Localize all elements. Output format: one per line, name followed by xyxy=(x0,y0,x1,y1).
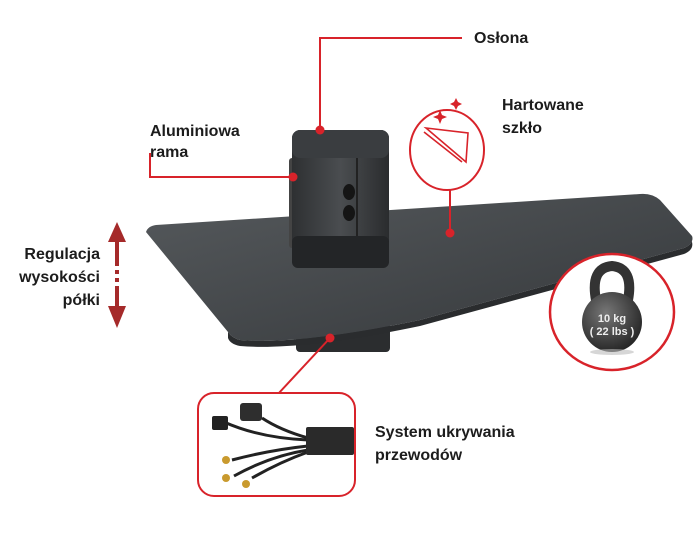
load-capacity-icon xyxy=(548,252,676,372)
leader-dots xyxy=(288,125,455,343)
glass-shelf xyxy=(146,193,693,347)
label-cover: Osłona xyxy=(474,30,529,47)
label-glass-line1: Hartowane xyxy=(502,97,584,114)
height-adjust-arrow-icon xyxy=(108,222,126,328)
label-cables-line2: przewodów xyxy=(375,447,463,464)
label-height-line1: Regulacja xyxy=(24,246,100,263)
label-height-line3: półki xyxy=(62,292,100,309)
leader-lines xyxy=(149,37,462,395)
kettlebell-weight-kg: 10 kg xyxy=(597,313,627,325)
label-glass-line2: szkło xyxy=(502,120,543,137)
aluminium-bracket xyxy=(289,130,389,268)
label-height-line2: wysokości xyxy=(19,269,100,286)
cable-management-image xyxy=(197,392,356,497)
label-frame-line2: rama xyxy=(150,144,189,161)
kettlebell-weight-lbs: ( 22 lbs ) xyxy=(589,326,635,338)
label-cables-line1: System ukrywania xyxy=(375,424,515,441)
tempered-glass-icon xyxy=(409,98,485,191)
label-frame-line1: Aluminiowa xyxy=(150,123,240,140)
